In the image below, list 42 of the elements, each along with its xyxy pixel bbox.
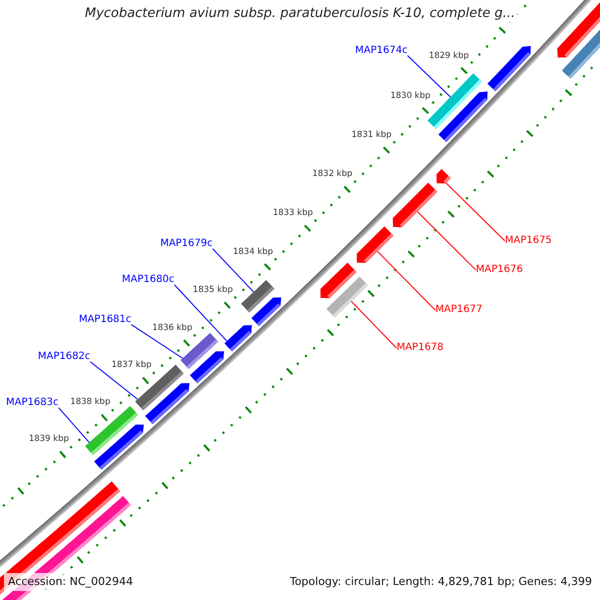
gene-label: MAP1679c <box>160 238 213 250</box>
gene-label: MAP1676 <box>476 264 523 276</box>
gene-label: MAP1682c <box>38 350 90 363</box>
gene-label: MAP1674c <box>355 44 408 57</box>
tick-label: 1834 kbp <box>232 246 274 257</box>
tick-label: 1837 kbp <box>111 360 152 370</box>
leader-line <box>377 250 436 311</box>
gene-block <box>487 46 531 92</box>
tick-label: 1831 kbp <box>352 130 392 140</box>
leader-line <box>212 248 254 292</box>
tick-label: 1838 kbp <box>70 397 110 408</box>
gene-block <box>251 297 282 326</box>
gene-label: MAP1678 <box>396 342 444 354</box>
gene-label: MAP1683c <box>6 396 58 409</box>
tick-label: 1832 kbp <box>312 169 352 180</box>
gene-block <box>145 383 190 424</box>
gene-block <box>190 351 224 384</box>
leader-line <box>58 407 90 443</box>
tick-label: 1830 kbp <box>390 90 430 101</box>
gene-block <box>326 276 368 318</box>
tick-label: 1839 kbp <box>28 434 69 444</box>
leader-line <box>446 182 506 242</box>
gene-block <box>562 30 600 79</box>
leader-line <box>417 211 476 271</box>
gene-block <box>356 226 394 263</box>
tick-label: 1835 kbp <box>192 284 233 295</box>
gene-label: MAP1680c <box>122 274 174 286</box>
gene-block <box>436 169 451 184</box>
gene-block <box>438 92 488 142</box>
leader-line <box>174 284 228 342</box>
gene-block <box>224 325 252 352</box>
gene-label: MAP1677 <box>435 304 482 316</box>
gene-label: MAP1675 <box>504 234 552 247</box>
tick-label: 1829 kbp <box>428 51 469 62</box>
gene-label: MAP1681c <box>78 314 132 326</box>
leader-line <box>90 361 138 400</box>
gene-block <box>94 424 144 470</box>
leader-line <box>130 324 184 359</box>
leader-line <box>407 55 451 98</box>
tick-label: 1836 kbp <box>152 322 192 333</box>
tick-label: 1833 kbp <box>272 208 313 218</box>
gene-block <box>392 182 438 228</box>
